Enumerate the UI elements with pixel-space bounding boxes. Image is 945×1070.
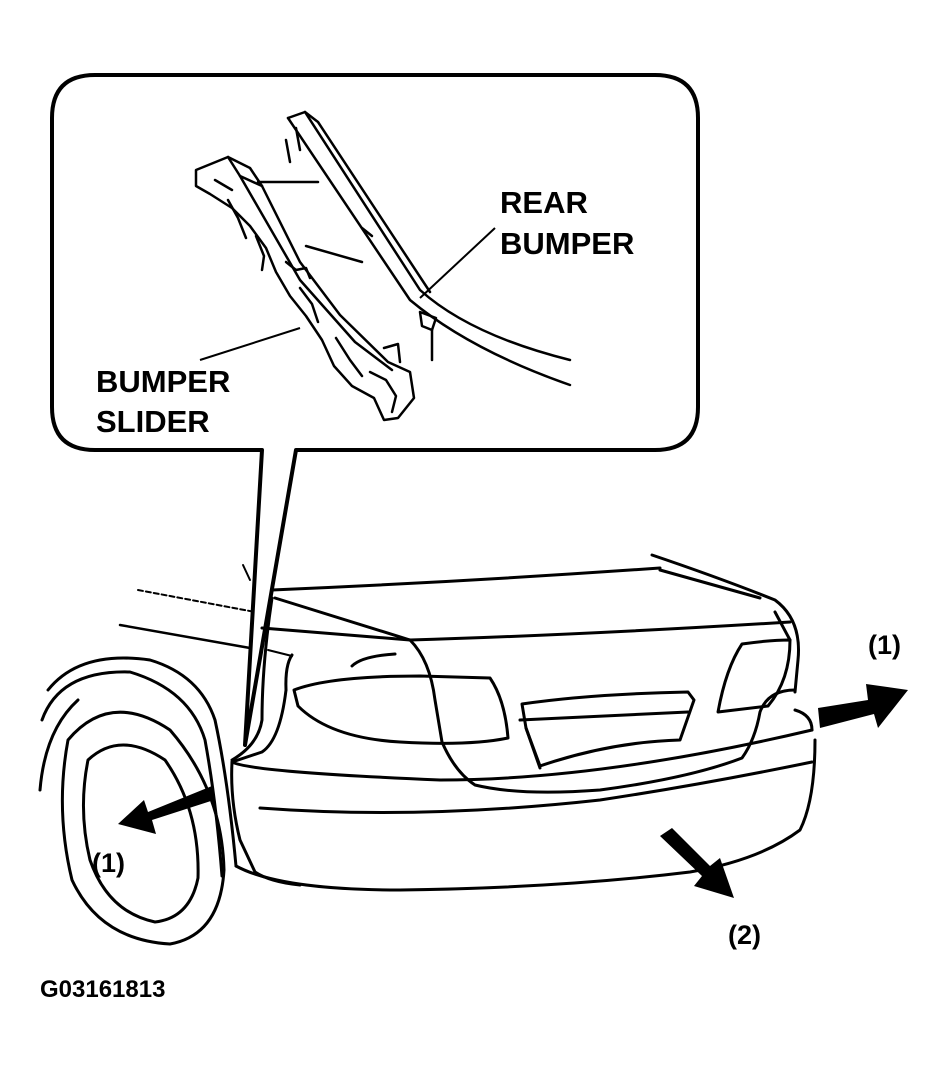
- detail-bumper-slider: [194, 155, 416, 422]
- figure-code: G03161813: [40, 976, 165, 1003]
- pull-arrow-right-icon: [818, 684, 908, 728]
- label-rear-bumper-line1: REAR: [500, 185, 588, 220]
- pull-arrow-left-icon: [118, 786, 214, 834]
- leader-lines: [199, 227, 496, 361]
- step-label-left: (1): [92, 848, 125, 878]
- step-label-down: (2): [728, 920, 761, 950]
- label-bumper-slider-line2: SLIDER: [96, 404, 210, 439]
- rear-wheel: [38, 656, 238, 946]
- detail-rear-bumper: [284, 110, 572, 387]
- car-body: [118, 553, 817, 892]
- label-rear-bumper-line2: BUMPER: [500, 226, 634, 261]
- label-bumper-slider-line1: BUMPER: [96, 364, 230, 399]
- detail-callout: [50, 73, 700, 747]
- step-label-right: (1): [868, 630, 901, 660]
- pull-arrow-down-icon: [660, 828, 734, 898]
